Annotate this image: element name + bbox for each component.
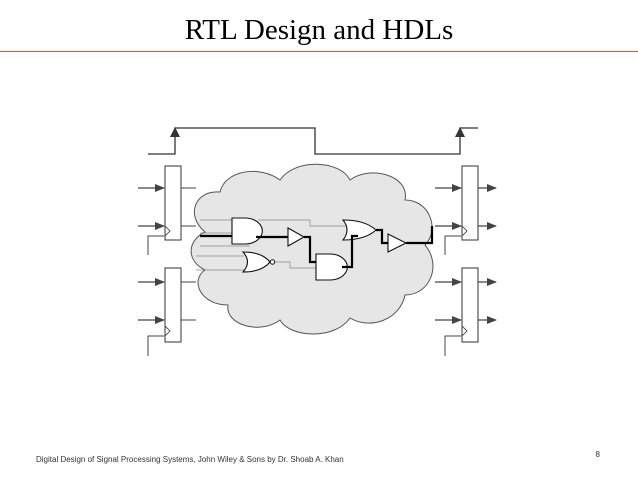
right-register-inputs <box>435 184 462 324</box>
register-right-bottom <box>461 267 479 343</box>
combinational-logic-cloud <box>190 163 434 335</box>
clock-waveform <box>148 127 478 155</box>
left-clock-lines <box>147 235 164 356</box>
left-register-inputs <box>138 184 165 324</box>
clock-edge-arrow-left <box>170 127 180 137</box>
register-right-top <box>461 165 479 241</box>
critical-path <box>200 226 434 269</box>
thin-wires <box>196 219 345 271</box>
and-gate-2 <box>315 253 348 281</box>
right-clock-lines <box>444 235 461 356</box>
page-number: 8 <box>595 450 600 459</box>
slide-footer: Digital Design of Signal Processing Syst… <box>36 455 344 464</box>
register-left-top <box>164 165 182 241</box>
right-register-outputs <box>478 184 497 324</box>
and-gate-1 <box>231 217 263 245</box>
clock-edge-arrow-right <box>455 127 465 137</box>
left-register-outputs <box>181 187 196 321</box>
nor-gate <box>241 251 276 273</box>
register-left-bottom <box>164 267 182 343</box>
title-divider <box>0 51 638 52</box>
slide-title: RTL Design and HDLs <box>184 14 454 46</box>
